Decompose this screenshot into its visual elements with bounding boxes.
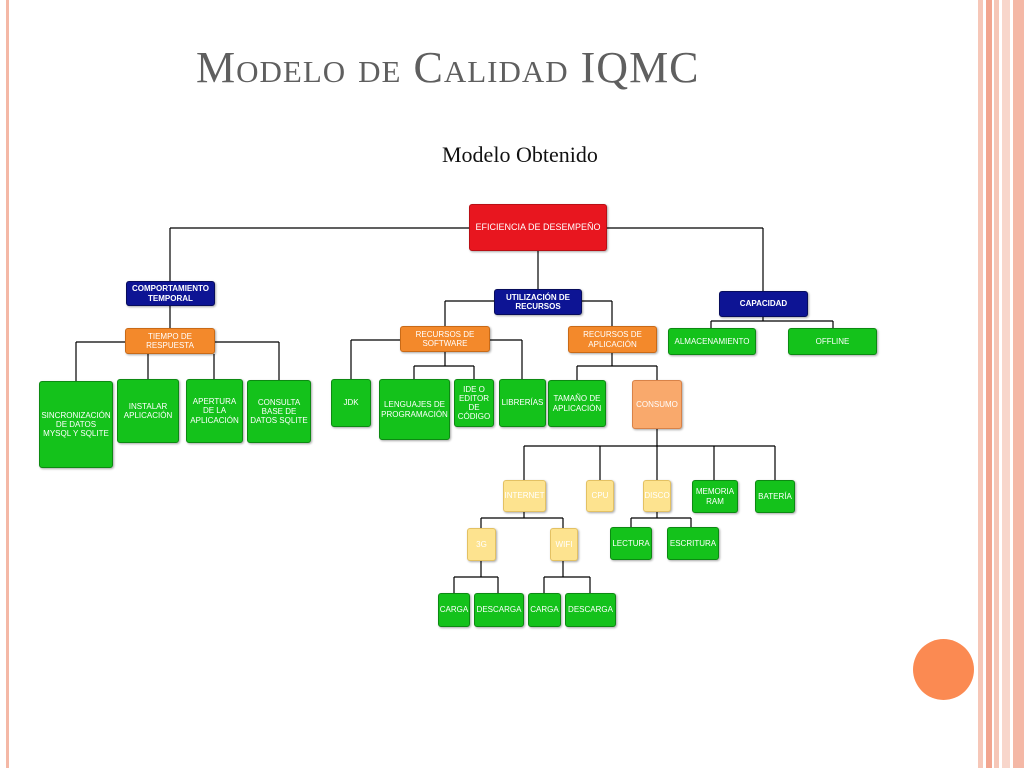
slide-left-border [6,0,9,768]
node-carga-wifi: CARGA [528,593,561,627]
node-3g: 3G [467,528,496,561]
node-consulta-base-datos: CONSULTA BASE DE DATOS SQLITE [247,380,311,443]
node-carga-3g: CARGA [438,593,470,627]
node-sincronizacion: SINCRONIZACIÓN DE DATOS MYSQL Y SQLITE [39,381,113,468]
node-eficiencia-desempeno: EFICIENCIA DE DESEMPEÑO [469,204,607,251]
node-comportamiento-temporal: COMPORTAMIENTO TEMPORAL [126,281,215,306]
node-jdk: JDK [331,379,371,427]
node-librerias: LIBRERÍAS [499,379,546,427]
decorative-stripe [1013,0,1024,768]
node-almacenamiento: ALMACENAMIENTO [668,328,756,355]
node-consumo: CONSUMO [632,380,682,429]
node-descarga-3g: DESCARGA [474,593,524,627]
node-capacidad: CAPACIDAD [719,291,808,317]
node-tamano-aplicacion: TAMAÑO DE APLICACIÓN [548,380,606,427]
decorative-stripe [994,0,999,768]
node-utilizacion-recursos: UTILIZACIÓN DE RECURSOS [494,289,582,315]
node-offline: OFFLINE [788,328,877,355]
decorative-stripe [978,0,983,768]
node-memoria-ram: MEMORIA RAM [692,480,738,513]
node-bateria: BATERÍA [755,480,795,513]
slide-subtitle: Modelo Obtenido [442,142,598,167]
node-instalar-aplicacion: INSTALAR APLICACIÓN [117,379,179,443]
decorative-circle [913,639,974,700]
decorative-stripe [1002,0,1010,768]
node-internet: INTERNET [503,480,546,512]
node-escritura: ESCRITURA [667,527,719,560]
node-wifi: WIFI [550,528,578,561]
node-cpu: CPU [586,480,614,512]
node-tiempo-respuesta: TIEMPO DE RESPUESTA [125,328,215,354]
node-ide-editor: IDE O EDITOR DE CÓDIGO [454,379,494,427]
node-apertura-aplicacion: APERTURA DE LA APLICACIÓN [186,379,243,443]
slide-title: Modelo de Calidad IQMC [196,43,700,92]
node-recursos-software: RECURSOS DE SOFTWARE [400,326,490,352]
node-disco: DISCO [643,480,671,512]
node-descarga-wifi: DESCARGA [565,593,616,627]
node-lenguajes-programacion: LENGUAJES DE PROGRAMACIÓN [379,379,450,440]
decorative-stripe [986,0,992,768]
node-recursos-aplicacion: RECURSOS DE APLICACIÓN [568,326,657,353]
node-lectura: LECTURA [610,527,652,560]
